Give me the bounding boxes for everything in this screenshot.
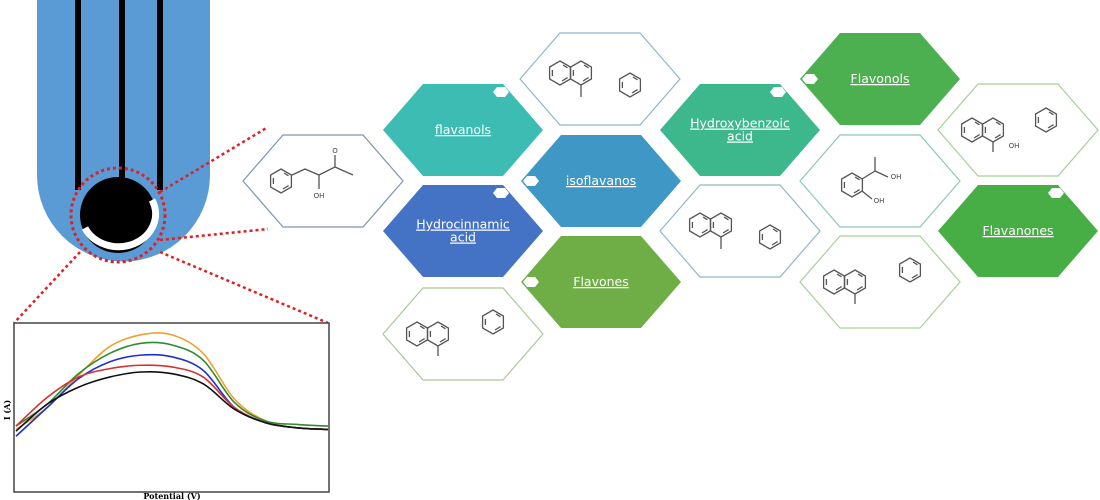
category-hex-flavanones[interactable]: Flavanones [938,185,1098,277]
hex-handle-icon [523,277,539,287]
chart-frame [13,322,330,493]
structure-hex-flavanone [799,235,961,329]
atom-oh: OH [891,173,902,181]
hex-shape [521,236,681,328]
atom-o: O [332,147,338,155]
hex-shape [938,185,1098,277]
hex-shape [521,135,681,227]
hex-handle-icon [523,176,539,186]
category-label: Hydrocinnamic [416,217,510,232]
structure-hex-salicylic: OH OH [799,134,961,228]
category-label: Flavanones [982,223,1053,238]
y-axis-label: I (A) [2,400,12,421]
hex-shape [660,84,820,176]
category-hex-flavonols[interactable]: Flavonols [800,33,960,125]
electrode-ring [81,198,160,251]
electrode-wire [157,0,163,190]
category-label: flavanols [435,122,491,137]
category-hex-flavanols[interactable]: flavanols [383,84,543,176]
zoom-line [159,250,329,325]
hex-handle-icon [493,188,509,198]
category-hex-isoflavanos[interactable]: isoflavanos [521,135,681,227]
hex-shape [383,84,543,176]
atom-oh: OH [314,192,325,200]
category-label: Flavones [573,274,629,289]
series-line-black [15,370,329,432]
category-label: Hydroxybenzoic [690,116,790,131]
atom-oh: OH [1009,142,1020,150]
category-label: acid [450,230,476,245]
structure-hex-isoflavone [519,32,681,126]
electrode-inner [90,184,142,236]
hex-handle-icon [802,74,818,84]
structure-hex-cinnamic: OH O [242,134,404,228]
zoom-line [13,251,81,324]
electrode-wire [119,0,125,185]
hex-shape [383,185,543,277]
highlight-circle [69,166,167,264]
structure-hex-isoflavone-2 [659,184,821,278]
category-label: Flavonols [851,71,910,86]
zoom-line [159,227,269,242]
structure-hex-flavonol: OH [937,83,1099,177]
category-label: isoflavanos [566,173,636,188]
category-hex-flavones[interactable]: Flavones [521,236,681,328]
category-label: acid [727,129,753,144]
hex-handle-icon [770,87,786,97]
x-axis-label: Potential (V) [143,491,200,500]
atom-oh: OH [874,197,885,205]
electrode-wire [75,0,81,190]
hex-shape [800,33,960,125]
hex-handle-icon [493,87,509,97]
voltammogram-chart: I (A) Potential (V) [2,322,330,500]
structure-hex-flavone [382,287,544,381]
electrode [13,0,329,325]
hex-handle-icon [1048,188,1064,198]
